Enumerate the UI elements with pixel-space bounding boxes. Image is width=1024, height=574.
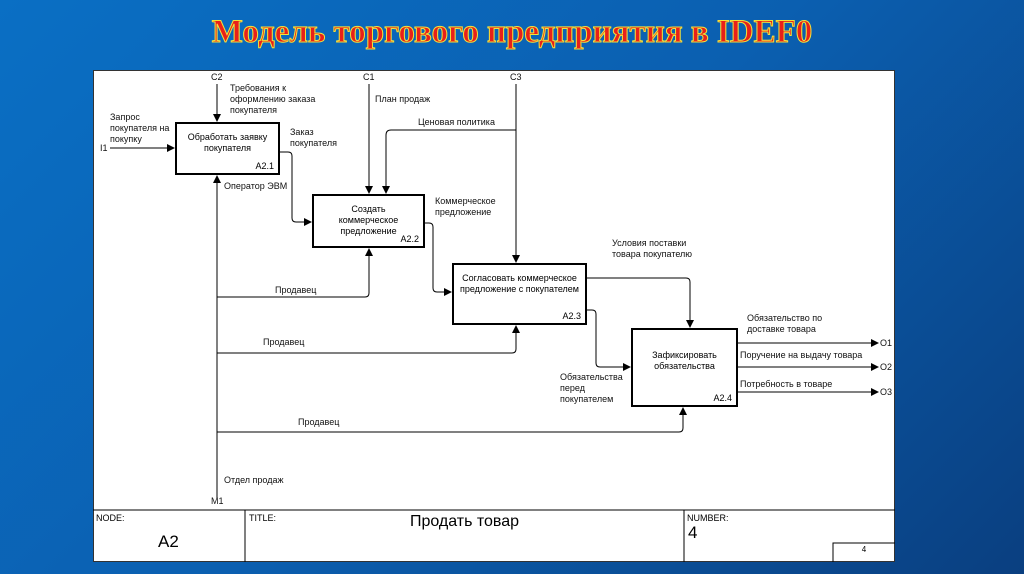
page-number: 4 (861, 545, 867, 554)
label-delivery-obligation: Обязательство по доставке товара (747, 313, 823, 334)
label-issue-order: Поручение на выдачу товара (740, 350, 863, 360)
tunnel-o3: O3 (880, 387, 893, 397)
label-obligations: Обязательства перед покупателем (560, 372, 623, 404)
label-delivery-terms: Условия поставки товара покупателю (612, 238, 693, 259)
tunnel-o1: O1 (880, 338, 893, 348)
node-value: A2 (158, 532, 179, 551)
tunnel-m1: M1 (211, 496, 224, 506)
activity-id: A2.1 (255, 161, 274, 171)
title-label: TITLE: (249, 513, 277, 523)
label-request: Запрос покупателя на покупку (110, 112, 170, 144)
arrow-seller1 (217, 248, 373, 298)
activity-id: A2.2 (400, 234, 419, 244)
arrow-delivery-terms (587, 277, 694, 328)
activity-name: Зафиксировать обязательства (652, 350, 717, 371)
activity-name: Создать коммерческое предложение (338, 204, 399, 236)
label-need: Потребность в товаре (740, 379, 833, 389)
tunnel-c3: C3 (510, 72, 522, 82)
label-sales-plan: План продаж (375, 94, 431, 104)
diagram-title: Продать товар (409, 513, 520, 530)
label-seller: Продавец (263, 337, 305, 347)
activity-name: Обработать заявку покупателя (187, 132, 268, 153)
arrow-order (280, 151, 312, 226)
label-operator: Оператор ЭВМ (224, 181, 288, 191)
label-seller: Продавец (298, 417, 340, 427)
title-block-lines (93, 509, 895, 562)
tunnel-c1: C1 (363, 72, 375, 82)
number-value: 4 (688, 523, 698, 542)
arrow-seller3 (217, 407, 687, 433)
activity-box-a2-3[interactable]: Согласовать коммерческое предложение с п… (452, 263, 587, 325)
slide-title: Модель торгового предприятия в IDEF0 (211, 14, 813, 51)
tunnel-o2: O2 (880, 362, 893, 372)
label-offer: Коммерческое предложение (435, 196, 496, 217)
arrow-seller2 (217, 325, 520, 354)
label-seller: Продавец (275, 285, 317, 295)
label-price-policy: Ценовая политика (418, 117, 495, 127)
activity-id: A2.4 (713, 393, 732, 403)
number-label: NUMBER: (687, 513, 729, 523)
tunnel-i1: I1 (100, 143, 108, 153)
label-requirements: Требования к оформлению заказа покупател… (230, 83, 316, 115)
activity-box-a2-2[interactable]: Создать коммерческое предложение A2.2 (312, 194, 425, 248)
label-order: Заказ покупателя (290, 127, 337, 148)
activity-box-a2-1[interactable]: Обработать заявку покупателя A2.1 (175, 122, 280, 175)
arrow-price-policy (382, 129, 516, 194)
arrow-offer (425, 222, 452, 296)
label-sales-dept: Отдел продаж (224, 475, 284, 485)
node-label: NODE: (96, 513, 125, 523)
tunnel-c2: C2 (211, 72, 223, 82)
activity-id: A2.3 (562, 311, 581, 321)
activity-name: Согласовать коммерческое предложение с п… (460, 273, 579, 294)
arrow-obligations (587, 309, 631, 371)
activity-box-a2-4[interactable]: Зафиксировать обязательства A2.4 (631, 328, 738, 407)
